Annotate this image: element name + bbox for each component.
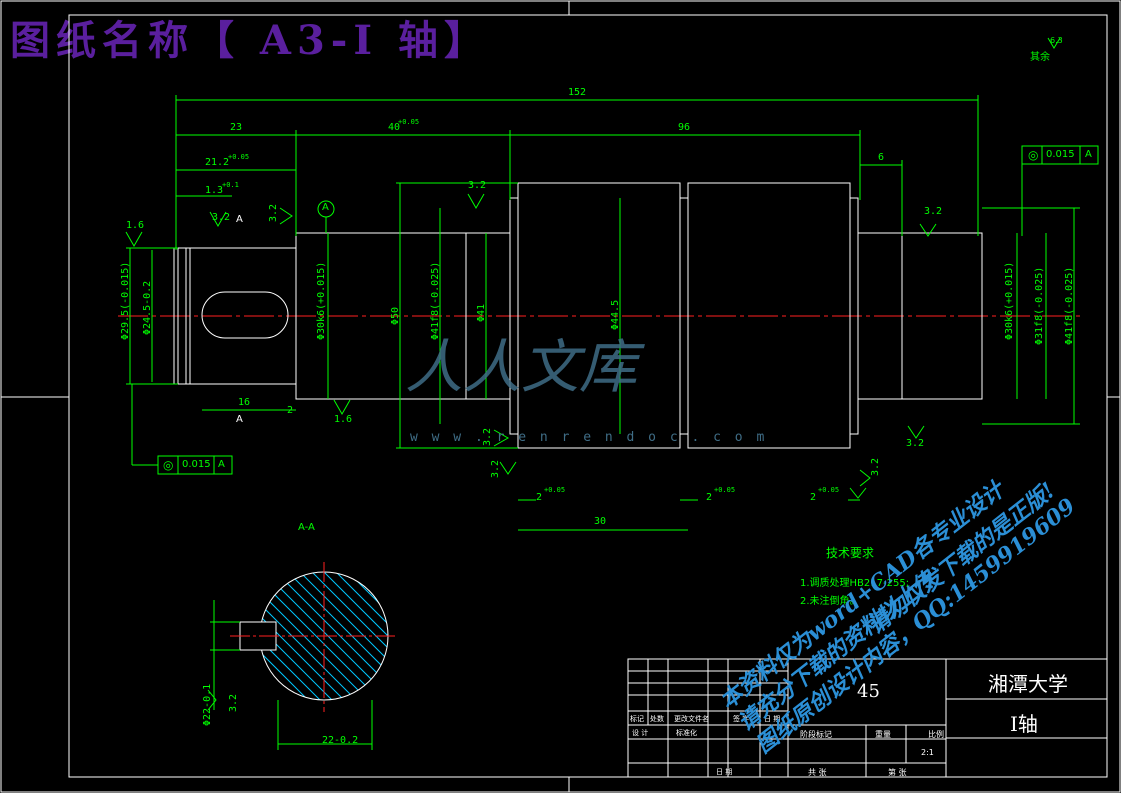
tolerance-top-datum: A	[1085, 149, 1092, 160]
stage-label: 阶段标记	[800, 730, 832, 739]
shaft-outline	[173, 182, 983, 449]
dim-overall: 152	[568, 87, 587, 98]
rough-3-2-i: 3.2	[228, 693, 239, 712]
surface-mark-value: 6.3	[1050, 36, 1063, 45]
count-label: 处数	[650, 715, 664, 723]
dia-left-outer: Φ29.5(-0.015)	[120, 261, 131, 340]
dim-2: 2	[287, 405, 294, 416]
datum-label: A	[322, 202, 329, 213]
design-label: 设 计	[632, 729, 649, 737]
dia-journal1: Φ30k6(+0.015)	[316, 261, 327, 340]
dim-16: 16	[238, 397, 251, 408]
dim-2-right: 2	[810, 492, 817, 503]
section-dia: Φ22-0.1	[202, 683, 213, 726]
dim-21-2-tol: +0.05	[228, 153, 250, 161]
standard-label: 标准化	[676, 729, 697, 737]
tech-req-heading: 技术要求	[826, 546, 875, 560]
dim-23: 23	[230, 122, 243, 133]
drawing-title: 图纸名称【 A3-I 轴】	[10, 17, 491, 64]
tech-req-item-1: 1.调质处理HB217-255;	[800, 578, 910, 589]
tech-req-item-2: 2.未注倒角。	[800, 596, 860, 607]
dia-left-keyway: Φ24.5-0.2	[142, 280, 153, 335]
dim-2-left-tol: +0.05	[544, 486, 566, 494]
mark-label: 标记	[630, 715, 644, 723]
hatch-line	[347, 572, 388, 700]
dim-1-3: 1.3	[205, 185, 224, 196]
date-label: 日 期	[716, 768, 733, 776]
dim-2-mid-tol: +0.05	[714, 486, 736, 494]
dia-right-b: Φ41f8(-0.025)	[1064, 266, 1075, 345]
tolerance-bottom-datum: A	[218, 459, 225, 470]
title-block-lines	[627, 658, 1108, 778]
dim-6: 6	[878, 152, 885, 163]
tolerance-frame-bottom	[157, 455, 233, 475]
hatch-line	[260, 572, 321, 700]
dim-2-right-tol: +0.05	[818, 486, 840, 494]
dim-30: 30	[594, 516, 607, 527]
hatch-line	[120, 572, 248, 700]
scale-value: 2:1	[921, 748, 934, 757]
dim-2-mid: 2	[706, 492, 713, 503]
dim-1-3-tol: +0.1	[222, 181, 239, 189]
hatch-line	[260, 572, 309, 700]
dim-40: 40	[388, 122, 401, 133]
sheets-label: 共 张	[808, 768, 827, 777]
sheet-label: 第 张	[888, 768, 907, 777]
section-marker-bottom: A	[236, 414, 243, 425]
hatch-line	[323, 572, 388, 700]
section-label: A-A	[298, 522, 315, 533]
sign-date-label: 日 期	[764, 715, 781, 723]
rough-3-2-b: 3.2	[268, 203, 279, 222]
watermark-logo: 人人文库	[405, 333, 638, 401]
rough-1-6-a: 1.6	[126, 220, 145, 231]
hatch-line	[335, 572, 388, 700]
tolerance-top-symbol: ◎	[1028, 148, 1039, 162]
change-doc-label: 更改文件名	[674, 715, 709, 723]
section-width: 22-0.2	[322, 735, 359, 746]
rough-3-2-h: 3.2	[870, 457, 881, 476]
tolerance-frame-top	[1021, 145, 1099, 165]
weight-label: 重量	[875, 730, 891, 739]
section-marker-top: A	[236, 214, 243, 225]
tolerance-top-value: 0.015	[1046, 149, 1075, 160]
tolerance-bottom-value: 0.015	[182, 459, 211, 470]
hatch-line	[383, 572, 388, 700]
dia-d50: Φ50	[390, 306, 401, 325]
surface-mark-label: 其余	[1030, 52, 1050, 63]
rough-3-2-f: 3.2	[924, 206, 943, 217]
watermark-url: w w w . r e n r e n d o c . c o m	[410, 430, 768, 445]
dimension-lines	[126, 95, 1080, 531]
rough-1-6-b: 1.6	[334, 414, 353, 425]
dim-21-2: 21.2	[205, 157, 230, 168]
school-name: 湘潭大学	[988, 672, 1068, 696]
dim-40-tol: +0.05	[398, 118, 420, 126]
section-view	[120, 562, 524, 750]
dia-right-a: Φ31f8(-0.025)	[1034, 266, 1045, 345]
dim-2-left: 2	[536, 492, 543, 503]
rough-3-2-g: 3.2	[906, 438, 925, 449]
scale-label: 比例	[928, 730, 944, 739]
roughness-symbols	[125, 37, 1061, 711]
rough-3-2-e: 3.2	[490, 459, 501, 478]
part-name: I轴	[1010, 712, 1038, 736]
hatch-line	[396, 572, 524, 700]
tolerance-bottom-symbol: ◎	[163, 458, 174, 472]
dia-right-journal: Φ30k6(+0.015)	[1004, 261, 1015, 340]
dim-96: 96	[678, 122, 691, 133]
hatch-line	[260, 572, 345, 700]
rough-3-2-c: 3.2	[468, 180, 487, 191]
sign-label: 签 字	[733, 715, 750, 723]
material-value: 45	[857, 681, 880, 702]
rough-3-2-a: 3.2	[212, 212, 231, 223]
